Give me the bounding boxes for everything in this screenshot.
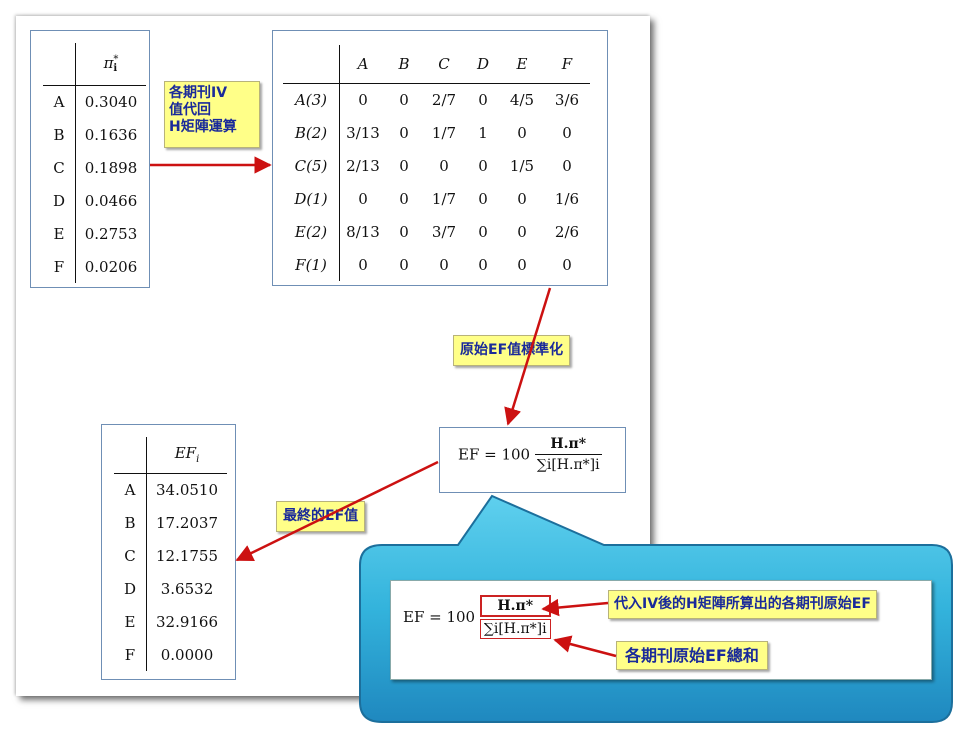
note-final-ef: 最終的EF值 — [276, 501, 366, 532]
note-normalize-ef: 原始EF值標準化 — [453, 335, 571, 366]
ef-header: EFi — [174, 444, 200, 466]
note-substitute-iv: 各期刊IV 值代回 H矩陣運算 — [164, 81, 260, 148]
formula-numerator: H.π* — [550, 436, 587, 452]
ef-formula-box: EF = 100 H.π* ∑i[H.π*]i — [439, 427, 626, 493]
h-col-header: D — [476, 54, 490, 73]
formula-lhs: EF = 100 — [458, 445, 531, 464]
formula-fraction: H.π* ∑i[H.π*]i — [534, 436, 602, 473]
h-col-header: A — [357, 54, 369, 73]
note-raw-ef: 代入IV後的H矩陣所算出的各期刊原始EF — [608, 590, 877, 619]
h-col-header: B — [398, 54, 410, 73]
h-col-header: F — [561, 54, 573, 73]
formula-lhs-large: EF = 100 — [403, 608, 476, 626]
formula-denominator-highlight: ∑i[H.π*]i — [479, 619, 551, 639]
formula-numerator-highlight: H.π* — [479, 595, 551, 617]
pi-header: π*i — [103, 54, 119, 75]
formula-fraction-large: H.π* ∑i[H.π*]i — [479, 595, 551, 639]
h-col-header: C — [438, 54, 450, 73]
formula-denominator: ∑i[H.π*]i — [534, 454, 602, 473]
h-col-header: E — [516, 54, 528, 73]
note-raw-ef-sum: 各期刊原始EF總和 — [616, 641, 768, 670]
